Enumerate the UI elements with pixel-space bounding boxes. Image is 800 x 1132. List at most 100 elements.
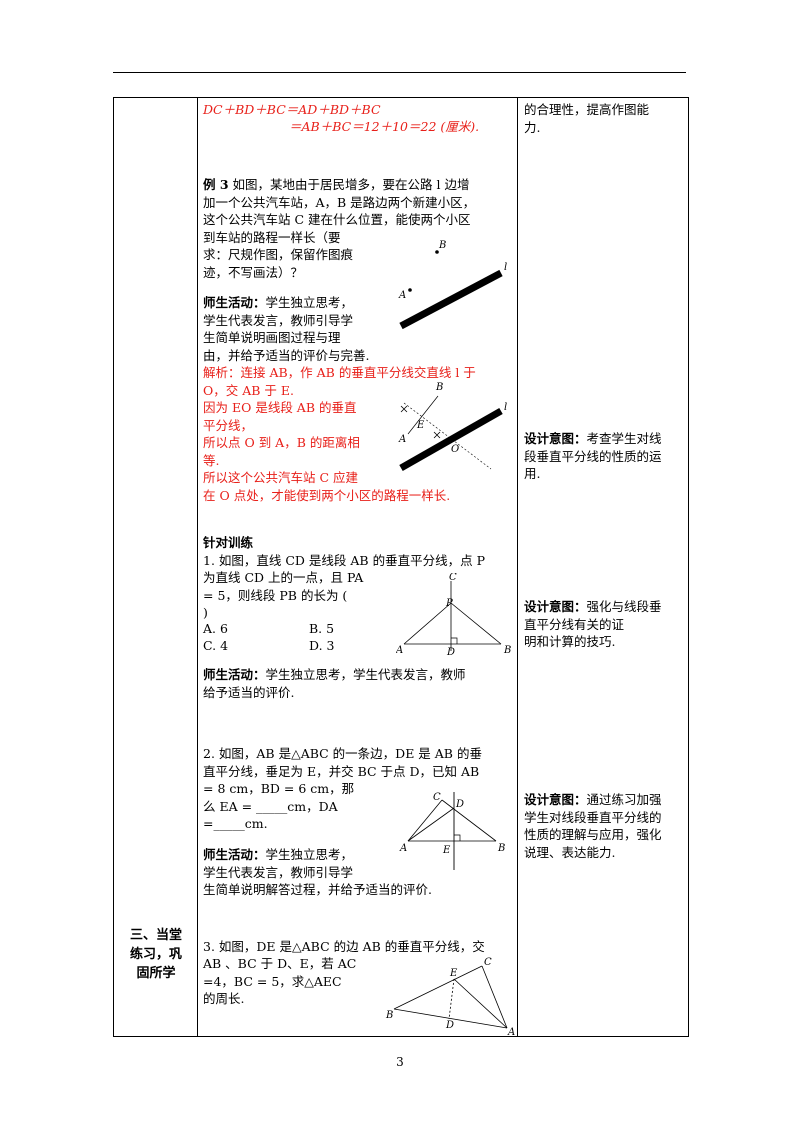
training-title: 针对训练: [203, 535, 254, 550]
analysis-line: 在 O 点处，才能使到两个小区的路程一样长.: [203, 488, 451, 503]
label-a: A: [398, 434, 406, 445]
design-intent-label: 设计意图：: [524, 792, 587, 807]
design-intent-text: 强化与线段垂: [586, 599, 662, 614]
figure-q1: C P A D B: [396, 573, 511, 658]
segment-ea: [453, 978, 508, 1029]
right-top-note: 的合理性，提高作图能 力.: [524, 101, 686, 136]
segment-ad: [407, 807, 455, 842]
example3-line: 迹，不写画法）？: [203, 265, 304, 280]
q1-line: 为直线 CD 上的一点，且 PA: [203, 570, 364, 585]
example3-label: 例 3: [203, 177, 229, 192]
q3-line: 的周长.: [203, 991, 245, 1006]
label-b: B: [438, 240, 446, 251]
activity-label: 师生活动：: [203, 847, 266, 862]
column-divider-right: [517, 98, 518, 1036]
figure-road-points: B A l: [398, 240, 507, 330]
q2-line: = 8 cm，BD = 6 cm，那: [203, 781, 355, 796]
design-intent-text: 考查学生对线: [586, 431, 662, 446]
example3-activity-line: 生简单说明画图过程与理: [203, 330, 341, 345]
label-a: A: [396, 645, 403, 656]
label-d: D: [455, 799, 464, 810]
q3-line: =4，BC = 5，求△AEC: [203, 974, 342, 989]
q2-activity-line: 师生活动：学生独立思考，: [203, 846, 353, 864]
activity-text: 学生独立思考，: [265, 847, 354, 862]
segment-pb: [450, 602, 502, 645]
example3-line: 这个公共汽车站 C 建在什么位置，能使两个小区: [203, 212, 471, 227]
label-b: B: [503, 645, 511, 656]
figure-bisector-construction: B A E l O: [398, 382, 507, 472]
right-text-line: 的合理性，提高作图能: [524, 102, 650, 117]
example3-line: 求：尺规作图，保留作图痕: [203, 247, 354, 262]
label-a: A: [398, 290, 406, 301]
right-text-line: 段垂直平分线的性质的运: [524, 448, 662, 464]
label-a: A: [507, 1027, 515, 1036]
q2-activity-line: 生简单说明解答过程，并给予适当的评价.: [203, 882, 432, 897]
label-b: B: [435, 382, 443, 393]
arc-marks: [400, 405, 441, 439]
right-angle-mark: [451, 637, 458, 644]
segment-ca: [481, 965, 508, 1029]
analysis-line: 所以点 O 到 A，B 的距离相: [203, 435, 360, 450]
example3-activity-line: 由，并给予适当的评价与完善.: [203, 348, 370, 363]
label-b: B: [385, 1010, 393, 1021]
q1-line: 1. 如图，直线 CD 是线段 AB 的垂直平分线，点 P: [203, 553, 485, 568]
example3-line: 加一个公共汽车站，A，B 是路边两个新建小区，: [203, 195, 476, 210]
road-line: [399, 407, 503, 472]
design-intent-label: 设计意图：: [524, 431, 587, 446]
q1-activity-line: 师生活动：学生独立思考，学生代表发言，教师: [203, 666, 466, 684]
design-intent-text: 通过练习加强: [586, 792, 662, 807]
segment-ac: [407, 799, 443, 842]
formula-line-2: ＝AB＋BC＝12＋10＝22 (厘米).: [289, 119, 480, 134]
right-text-line: 设计意图：考查学生对线: [524, 430, 686, 448]
q2-line: 直平分线，垂足为 E，并交 BC 于点 D，已知 AB: [203, 764, 480, 779]
label-d: D: [446, 647, 455, 658]
activity-text: 学生独立思考，学生代表发言，教师: [265, 667, 466, 682]
activity-label: 师生活动：: [203, 667, 266, 682]
example3-line: 例 3 如图，某地由于居民增多，要在公路 l 边增: [203, 176, 469, 194]
design-intent-2: 设计意图：强化与线段垂 直平分线有关的证 明和计算的技巧.: [524, 598, 686, 651]
analysis-line: 因为 EO 是线段 AB 的垂直: [203, 400, 357, 415]
q1-line: = 5，则线段 PB 的长为 (: [203, 588, 348, 603]
segment-bc: [393, 965, 483, 1010]
example3-activity-line: 学生代表发言，教师引导学: [203, 313, 354, 328]
section-label-line: 三、当堂: [129, 928, 182, 943]
column-divider-left: [197, 98, 198, 1036]
q1-option-c: C. 4: [203, 638, 229, 653]
point-a: [408, 288, 412, 292]
figure-q2: C D A E B: [399, 792, 505, 870]
analysis-line: 解析：连接 AB，作 AB 的垂直平分线交直线 l 于: [203, 365, 476, 380]
section-label: 三、当堂 练习，巩 固所学: [118, 926, 194, 983]
segment-cb: [441, 799, 497, 842]
analysis-line: 所以这个公共汽车站 C 应建: [203, 470, 359, 485]
label-b: B: [497, 843, 505, 854]
right-text-line: 设计意图：强化与线段垂: [524, 598, 686, 616]
page-number: 3: [396, 1055, 404, 1069]
q3-line: 3. 如图，DE 是△ABC 的边 AB 的垂直平分线，交: [203, 939, 485, 954]
analysis-line: 平分线，: [203, 418, 254, 433]
segment-ba: [393, 1008, 508, 1029]
design-intent-label: 设计意图：: [524, 599, 587, 614]
road-line: [399, 269, 503, 330]
q1-activity-line: 给予适当的评价.: [203, 685, 295, 700]
label-a: A: [399, 843, 407, 854]
activity-label: 师生活动：: [203, 295, 266, 310]
design-intent-1: 设计意图：考查学生对线 段垂直平分线的性质的运 用.: [524, 430, 686, 483]
design-intent-3: 设计意图：通过练习加强 学生对线段垂直平分线的 性质的理解与应用，强化 说理、表…: [524, 791, 686, 861]
example3-activity-line: 师生活动：学生独立思考，: [203, 294, 353, 312]
segment-pa: [403, 602, 452, 645]
right-text-line: 性质的理解与应用，强化: [524, 827, 662, 842]
right-text-line: 明和计算的技巧.: [524, 634, 616, 649]
segment-de: [448, 978, 455, 1020]
label-c: C: [484, 957, 492, 968]
q2-activity-line: 学生代表发言，教师引导学: [203, 865, 354, 880]
analysis-line: 等.: [203, 453, 220, 468]
label-l: l: [504, 262, 507, 273]
q2-line: =_____cm.: [203, 816, 268, 831]
section-label-line: 练习，巩: [129, 947, 182, 962]
segment-ab: [407, 395, 439, 435]
label-o: O: [451, 444, 459, 455]
q2-line: 么 EA = _____cm，DA: [203, 799, 338, 814]
figure-q3: E C B D A: [385, 957, 515, 1036]
label-e: E: [449, 968, 458, 979]
right-text-line: 用.: [524, 466, 541, 481]
